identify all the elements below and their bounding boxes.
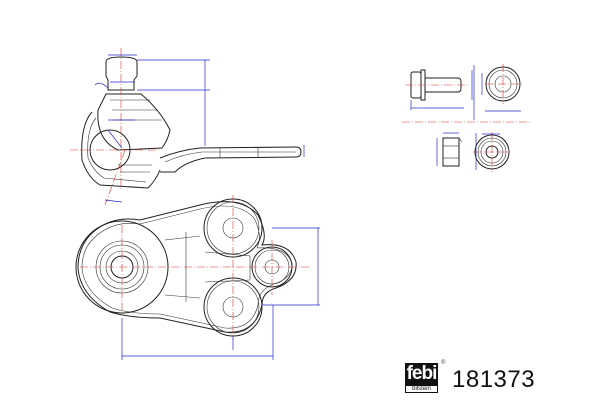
- ball-joint-side-view: [70, 48, 305, 206]
- ball-joint-bottom-view: [75, 195, 320, 360]
- logo-main: febi: [405, 363, 438, 385]
- registered-mark: ®: [441, 360, 446, 366]
- bolt-views: [402, 64, 530, 123]
- febi-bilstein-logo: febi bilstein ®: [405, 360, 445, 394]
- part-number: 181373: [452, 366, 536, 393]
- nut-views: [436, 132, 512, 172]
- logo-sub: bilstein: [405, 385, 438, 393]
